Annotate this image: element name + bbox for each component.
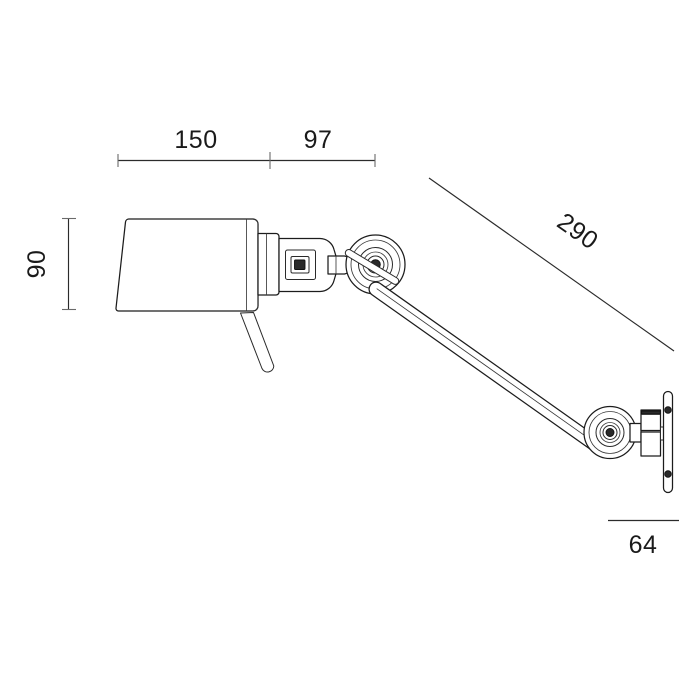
dimension-label-97: 97: [304, 126, 333, 154]
lower-joint-ring-3: [599, 422, 621, 443]
dimension-top-horizontal: 150 97: [117, 126, 376, 169]
lamp-shade: [115, 218, 259, 312]
elbow-joint: [344, 234, 406, 295]
socket-block: [278, 237, 353, 293]
support-rod: [240, 312, 275, 373]
wall-connector: [629, 409, 665, 457]
dimension-label-64: 64: [629, 531, 658, 559]
dimension-label-290: 290: [552, 208, 603, 256]
dimension-label-90: 90: [23, 250, 51, 279]
dimension-left-vertical: 90: [23, 217, 76, 311]
wall-plate: [662, 390, 674, 494]
shade-collar: [257, 232, 280, 296]
lower-joint: [583, 405, 637, 460]
wall-plate-screw-top: [664, 406, 672, 414]
wall-plate-screw-bottom: [664, 470, 672, 478]
arm: [368, 281, 602, 451]
elbow-joint-lever: [344, 249, 400, 285]
lower-joint-bolt: [605, 428, 615, 437]
dimension-arm-diagonal: 290: [428, 177, 675, 352]
dimension-label-150: 150: [174, 126, 217, 154]
dimension-line-arm: [428, 177, 675, 352]
dimension-bottom-horizontal: 64: [608, 519, 679, 559]
